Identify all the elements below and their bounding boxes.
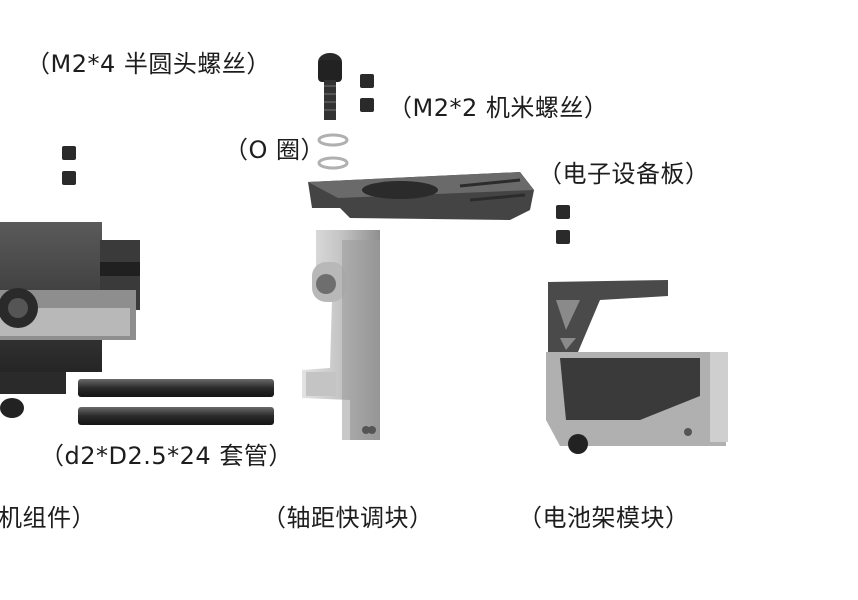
label-screw-m2x4: （M2*4 半圆头螺丝） bbox=[26, 50, 271, 78]
button-head-screw bbox=[318, 53, 342, 120]
sleeve-rods bbox=[78, 379, 274, 425]
arm-assembly-part bbox=[0, 222, 140, 418]
label-screw-m2x2: （M2*2 机米螺丝） bbox=[388, 94, 609, 122]
label-electronics-board: （电子设备板） bbox=[538, 160, 710, 188]
label-o-ring: （O 圈） bbox=[224, 136, 326, 164]
electronics-board bbox=[308, 172, 534, 220]
wheelbase-block-part bbox=[302, 230, 380, 440]
label-wheelbase-block: （轴距快调块） bbox=[262, 504, 434, 532]
o-rings bbox=[317, 133, 349, 170]
set-screw-top bbox=[360, 74, 374, 112]
set-screw-left bbox=[62, 146, 76, 185]
battery-module-part bbox=[546, 280, 728, 454]
set-screw-right bbox=[556, 205, 570, 244]
label-sleeve: （d2*D2.5*24 套管） bbox=[40, 442, 293, 470]
label-battery-module: （电池架模块） bbox=[518, 504, 690, 532]
label-arm-assembly: 机组件） bbox=[0, 504, 96, 532]
